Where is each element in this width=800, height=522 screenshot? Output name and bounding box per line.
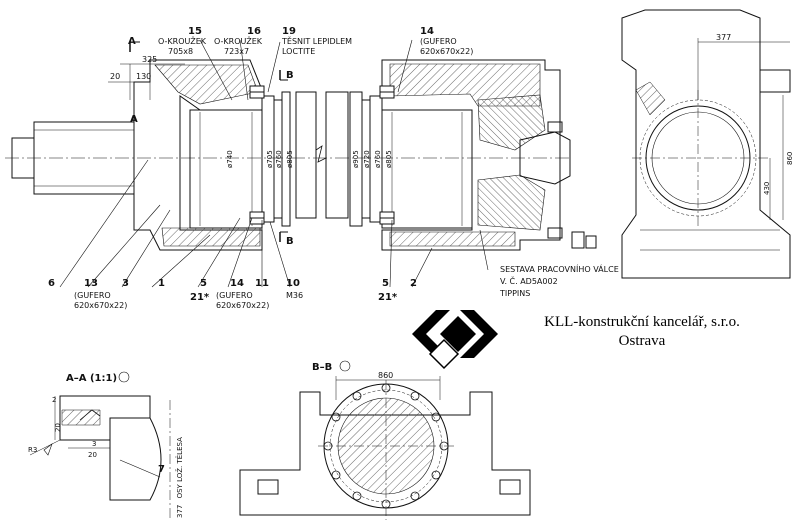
aa-dim-20b: 20	[88, 451, 97, 459]
part-19: 19	[282, 26, 296, 37]
part-15: 15	[188, 26, 202, 37]
company-name: KLL-konstrukční kancelář, s.r.o.	[544, 314, 740, 330]
dim-430: 430	[763, 182, 771, 195]
part-13: 13	[84, 278, 98, 289]
dim-860: 860	[786, 152, 794, 165]
section-mark-b-bottom: B	[286, 236, 294, 247]
label-o-ring-1-size: 705x8	[168, 47, 193, 56]
dim-130: 130	[136, 72, 151, 81]
aa-dim-2: 2	[52, 396, 56, 404]
aa-axis-note: 377 OSY LOŽ. TĚLESA	[175, 437, 184, 518]
dim-377: 377	[716, 33, 731, 42]
section-mark-b-top: B	[286, 70, 294, 81]
bb-dim-860: 860	[378, 371, 393, 380]
section-bb-title: B–B	[312, 362, 332, 373]
dia-805b: ø805	[385, 150, 393, 168]
part-5-right: 5	[382, 278, 389, 289]
part-14-bottom: 14	[230, 278, 244, 289]
section-a-a-view	[29, 371, 171, 518]
part-5-left: 5	[200, 278, 207, 289]
annotations: A A B B O-KROUŽEK 705x8 O-KROUŽEK 723x7 …	[28, 26, 794, 518]
part-16: 16	[247, 26, 261, 37]
part-2: 2	[410, 278, 417, 289]
assembly-line-2: V. Č. AD5A002	[500, 275, 558, 286]
dia-760: ø760	[275, 150, 283, 168]
section-mark-a-top: A	[128, 36, 136, 47]
company-block: KLL-konstrukční kancelář, s.r.o. Ostrava	[517, 313, 767, 351]
part-7: 7	[158, 464, 165, 475]
dia-705: ø705	[266, 150, 274, 168]
company-logo	[412, 310, 498, 370]
part-3: 3	[122, 278, 129, 289]
section-b-b-view	[239, 360, 531, 520]
part-10: 10	[286, 278, 300, 289]
main-section-view	[5, 39, 597, 288]
part-21-right: 21*	[378, 292, 398, 303]
aa-dim-3: 3	[92, 440, 96, 448]
label-gufero-top: (GUFERO	[420, 37, 457, 46]
part-21-left: 21*	[190, 292, 210, 303]
label-gufero-left: (GUFERO	[74, 291, 111, 300]
label-glue: TĚSNIT LEPIDLEM	[281, 35, 352, 46]
dia-905: ø905	[352, 150, 360, 168]
company-city: Ostrava	[618, 333, 666, 349]
label-o-ring-2: O-KROUŽEK	[214, 35, 263, 46]
part-1: 1	[158, 278, 165, 289]
part-6: 6	[48, 278, 55, 289]
dim-20: 20	[110, 72, 120, 81]
bolt-m36: M36	[286, 291, 303, 300]
aa-dim-20: 20	[54, 423, 62, 432]
aa-axis-label: OSY LOŽ. TĚLESA	[175, 437, 184, 498]
label-gufero-mid: (GUFERO	[216, 291, 253, 300]
dim-325: 325	[142, 55, 157, 64]
part-11: 11	[255, 278, 269, 289]
assembly-line-3: TIPPINS	[499, 289, 530, 298]
dia-805: ø805	[286, 150, 294, 168]
section-mark-a-mid: A	[130, 114, 138, 125]
label-gufero-mid-size: 620x670x22)	[216, 301, 269, 310]
label-glue-2: LOCTITE	[282, 47, 315, 56]
section-aa-title: A–A (1:1)	[66, 373, 117, 384]
label-gufero-left-size: 620x670x22)	[74, 301, 127, 310]
dia-720: ø720	[363, 150, 371, 168]
end-view-right	[621, 9, 791, 279]
dia-760b: ø760	[374, 150, 382, 168]
part-14-top: 14	[420, 26, 434, 37]
aa-dim-r: R3	[28, 446, 37, 454]
assembly-line-1: SESTAVA PRACOVNÍHO VÁLCE	[500, 263, 619, 274]
aa-dim-377: 377	[176, 505, 184, 518]
label-gufero-top-size: 620x670x22)	[420, 47, 473, 56]
label-o-ring-1: O-KROUŽEK	[158, 35, 207, 46]
label-o-ring-2-size: 723x7	[224, 47, 249, 56]
dia-740: ø740	[226, 150, 234, 168]
